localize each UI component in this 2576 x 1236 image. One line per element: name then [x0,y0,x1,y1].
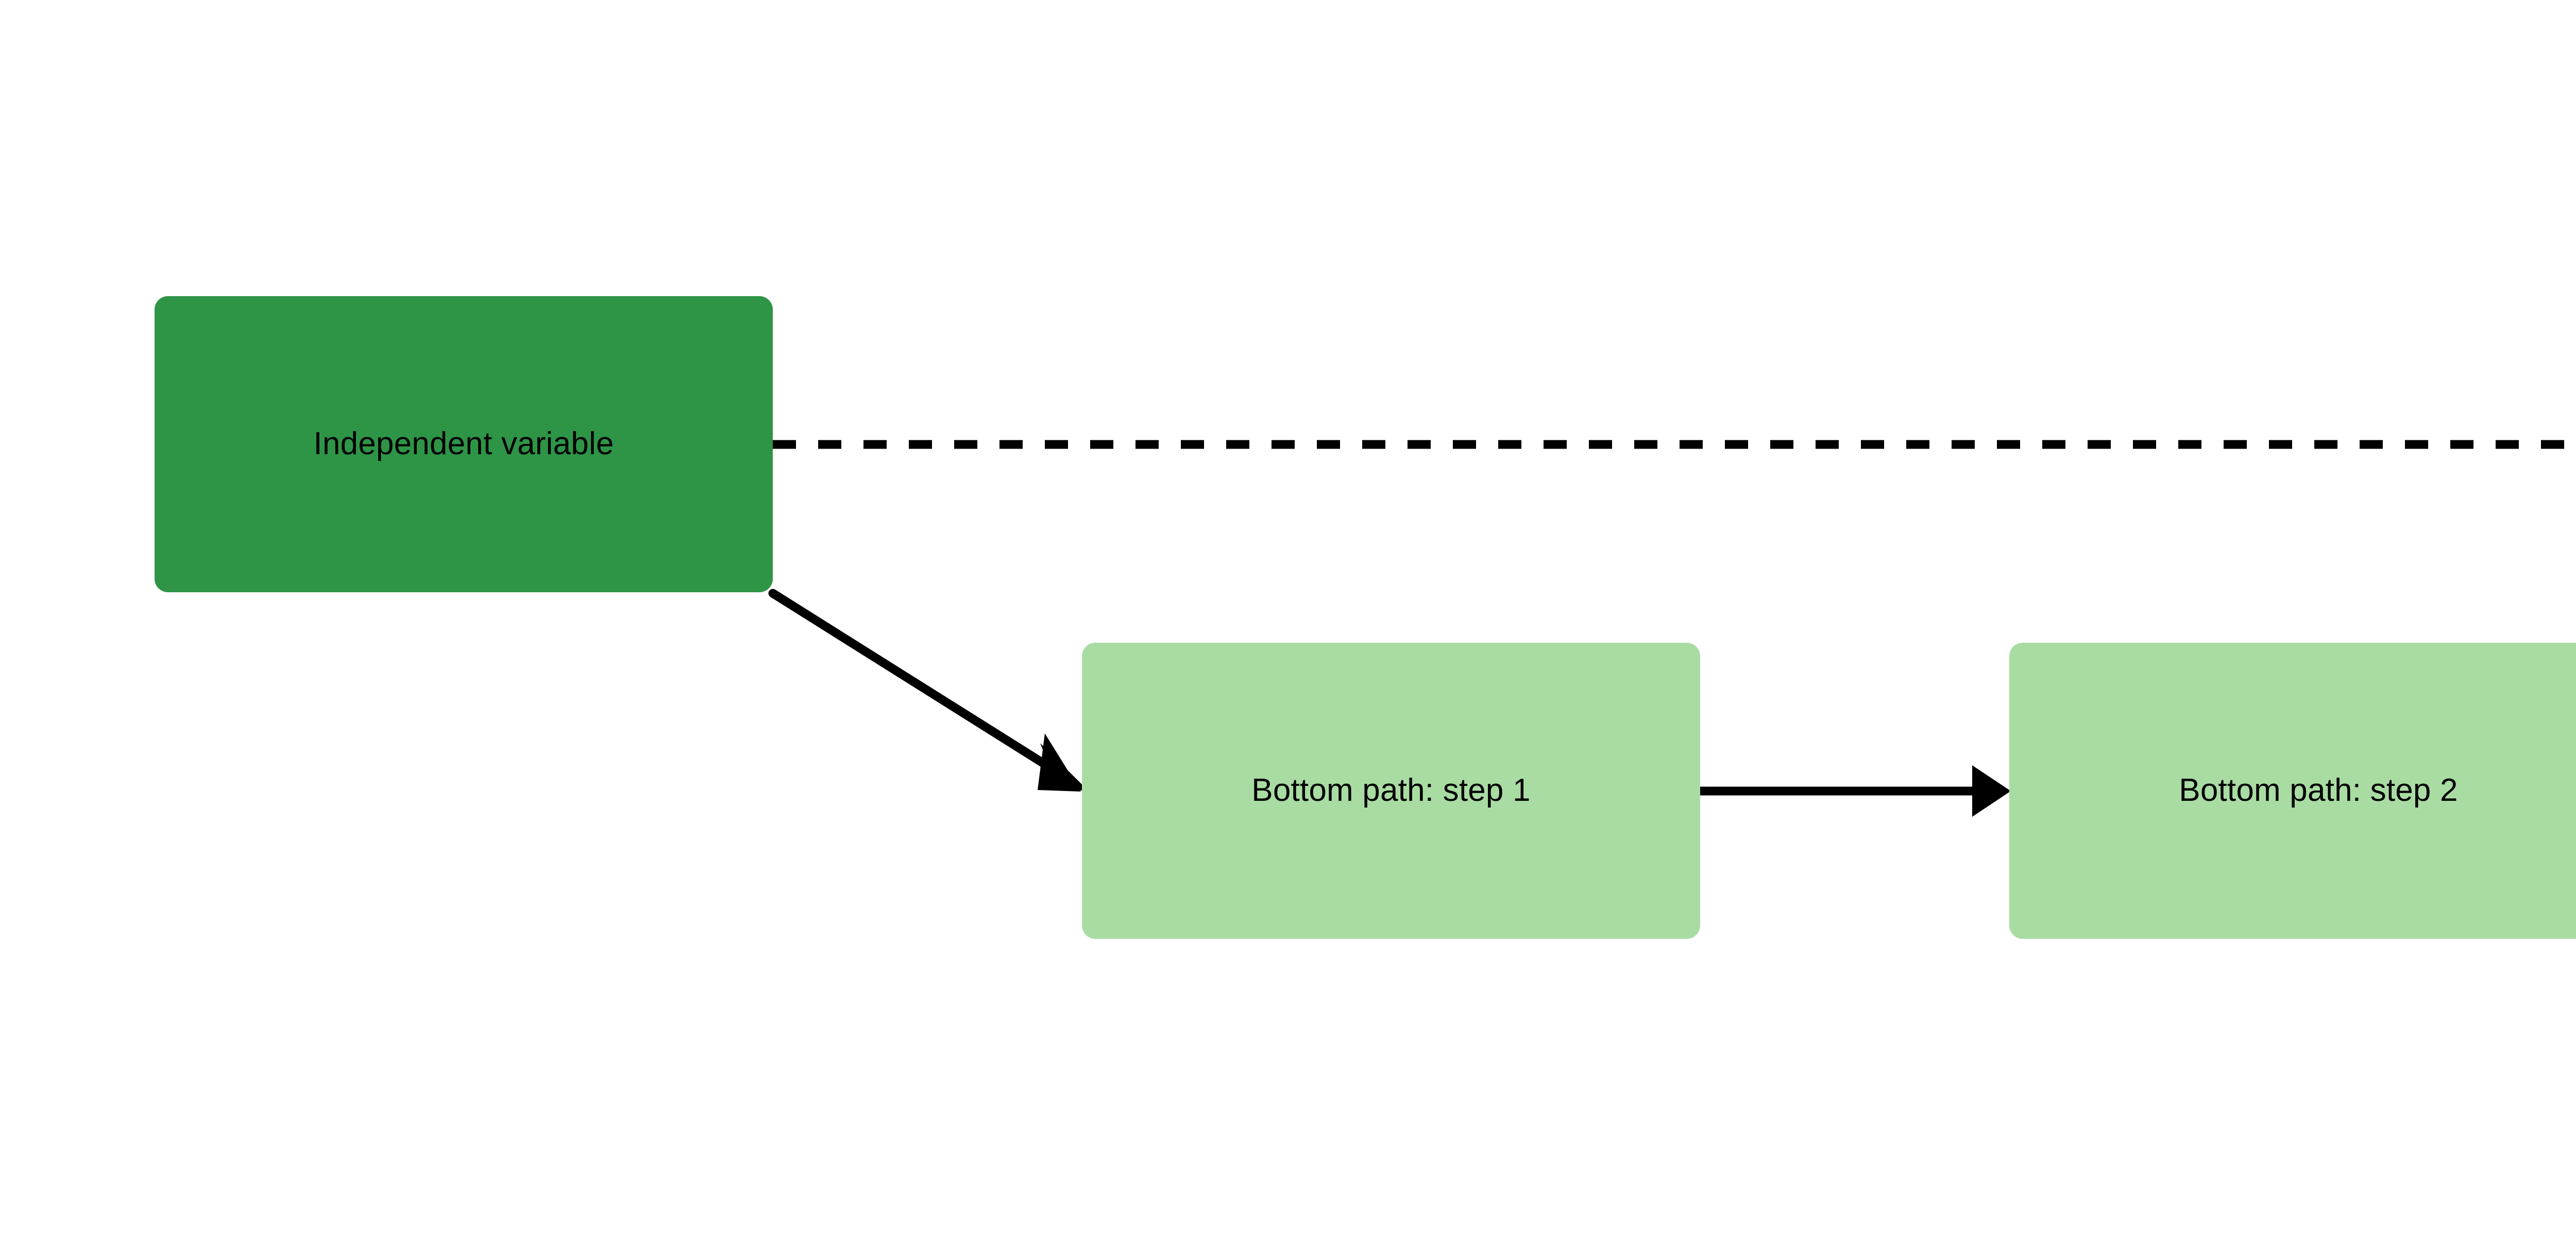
arrowhead-icon [1038,733,1081,792]
edge-independent-to-step1 [768,589,1084,792]
solid-edge-line [768,589,1052,770]
arrowhead-icon [1972,765,2011,817]
node-bottom-path-step-1[interactable]: Bottom path: step 1 [1082,643,1700,939]
node-independent-variable[interactable]: Independent variable [155,296,773,592]
node-label-bottom-path-step-1: Bottom path: step 1 [1251,772,1531,809]
node-bottom-path-step-2[interactable]: Bottom path: step 2 [2009,643,2576,939]
node-label-bottom-path-step-2: Bottom path: step 2 [2179,772,2458,809]
arrowhead-icon [1040,743,1084,791]
node-label-independent-variable: Independent variable [313,426,614,462]
edge-independent-to-dependent [773,440,2576,449]
edge-step1-to-step2 [1693,765,2011,817]
